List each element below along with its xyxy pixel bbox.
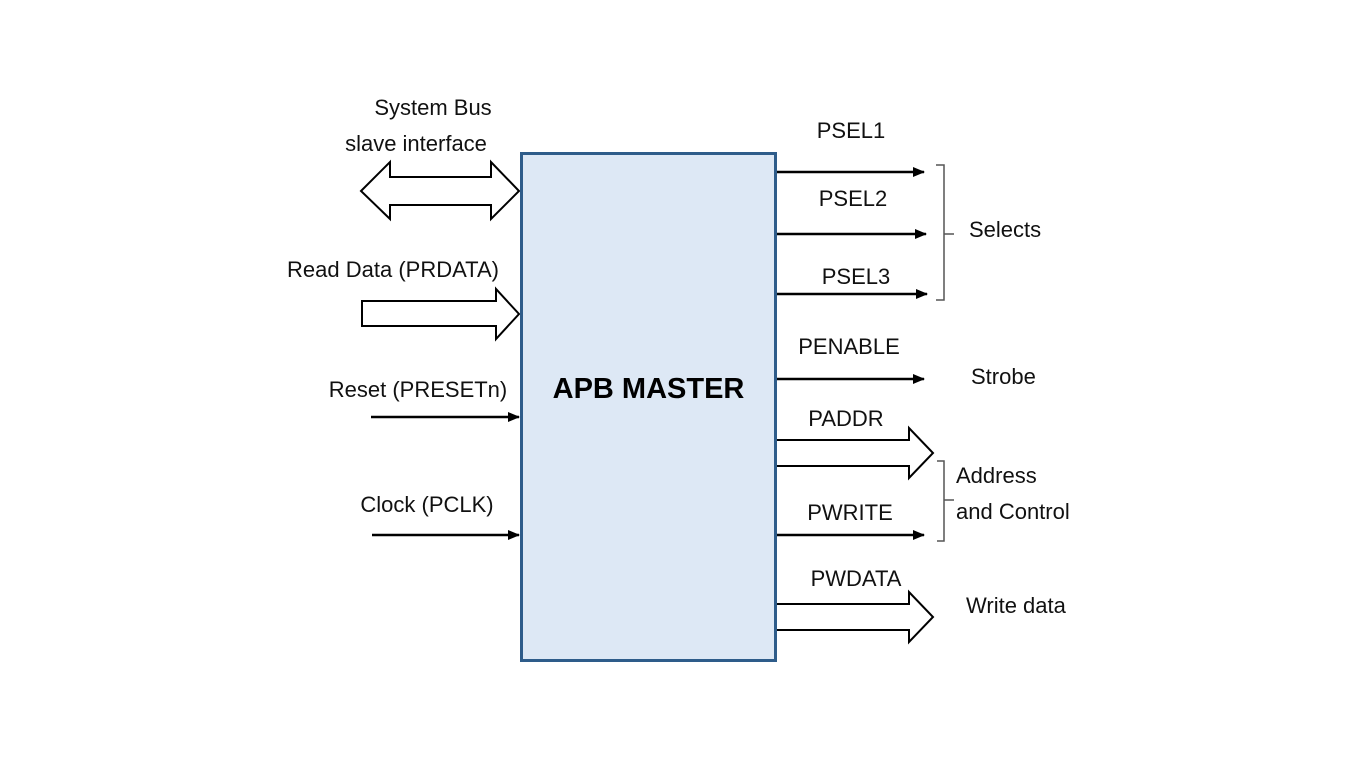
clock-label: Clock (PCLK) xyxy=(360,492,494,517)
selects-bracket xyxy=(936,164,954,301)
psel1-label: PSEL1 xyxy=(816,118,886,143)
pwdata-arrow xyxy=(776,589,935,645)
write-data-label: Write data xyxy=(966,593,1066,618)
address-control-bracket xyxy=(937,460,954,542)
paddr-arrow xyxy=(776,425,935,481)
apb-master-block: APB MASTER xyxy=(520,152,777,662)
read-data-arrow xyxy=(361,286,521,342)
apb-master-title: APB MASTER xyxy=(552,373,745,405)
pwdata-label: PWDATA xyxy=(810,566,902,591)
selects-label: Selects xyxy=(969,217,1042,242)
strobe-label: Strobe xyxy=(971,364,1036,389)
read-data-label: Read Data (PRDATA) xyxy=(287,257,499,282)
pwrite-label: PWRITE xyxy=(807,500,893,525)
reset-label: Reset (PRESETn) xyxy=(328,377,508,402)
system-bus-label-line1: System Bus xyxy=(374,95,492,120)
paddr-label: PADDR xyxy=(808,406,884,431)
address-control-label-line2: and Control xyxy=(956,499,1070,524)
address-control-label-line1: Address xyxy=(956,463,1037,488)
psel2-label: PSEL2 xyxy=(818,186,888,211)
penable-label: PENABLE xyxy=(798,334,900,359)
system-bus-double-arrow xyxy=(359,159,521,222)
psel3-label: PSEL3 xyxy=(821,264,891,289)
system-bus-label-line2: slave interface xyxy=(345,131,487,156)
